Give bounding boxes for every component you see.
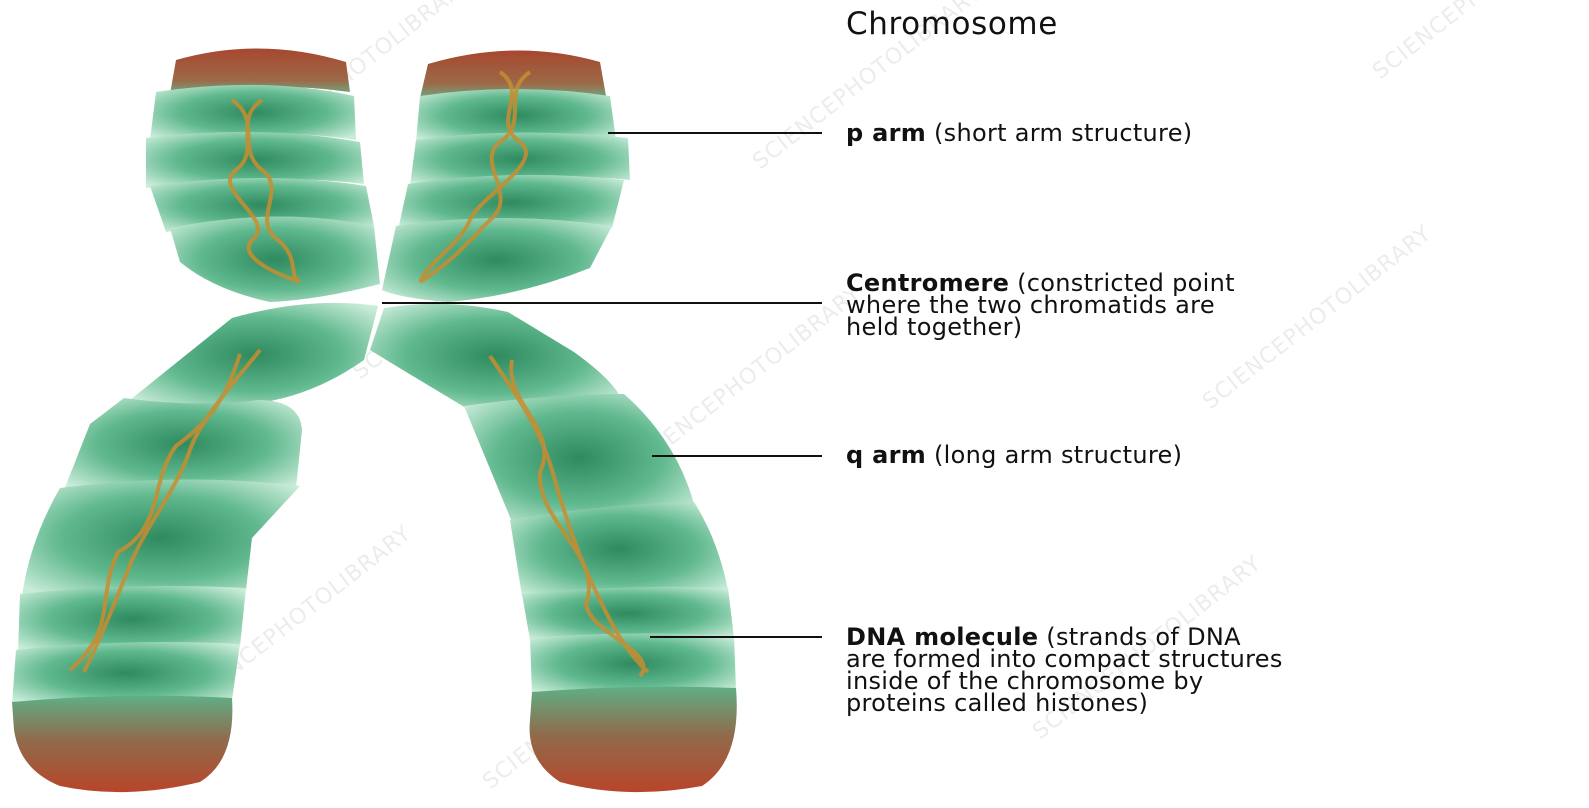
right-q-segment-1	[370, 304, 620, 408]
diagram-title: Chromosome	[846, 6, 1058, 42]
left-q-segment-5	[12, 642, 240, 704]
q-arm-term: q arm	[846, 441, 926, 469]
dna-molecule-label: DNA molecule (strands of DNA are formed …	[846, 626, 1283, 714]
watermark-text: SCIENCEPHOTOLIBRARY	[1368, 0, 1589, 85]
right-q-segment-5	[530, 633, 736, 694]
left-q-segment-2	[64, 398, 302, 490]
left-q-arm	[12, 303, 378, 792]
q-arm-description: (long arm structure)	[934, 441, 1182, 469]
p-arm-label: p arm (short arm structure)	[846, 122, 1192, 144]
left-bottom-telomere	[12, 696, 232, 792]
p-arm-term: p arm	[846, 119, 926, 147]
p-arm-description: (short arm structure)	[934, 119, 1192, 147]
centromere-label: Centromere (constricted point where the …	[846, 272, 1235, 338]
dna-description-4: proteins called histones)	[846, 692, 1283, 714]
right-q-segment-2	[464, 394, 694, 522]
left-q-segment-3	[22, 479, 300, 596]
left-q-segment-4	[18, 586, 246, 652]
right-p-arm	[382, 50, 630, 302]
left-p-segment-4	[170, 216, 380, 302]
centromere-description-3: held together)	[846, 316, 1235, 338]
right-q-segment-3	[510, 502, 728, 596]
left-p-segment-1	[150, 85, 356, 140]
right-q-segment-4	[522, 587, 734, 640]
right-q-arm	[370, 304, 737, 792]
right-bottom-telomere	[530, 687, 737, 792]
right-p-segment-4	[382, 218, 612, 302]
q-arm-label: q arm (long arm structure)	[846, 444, 1182, 466]
